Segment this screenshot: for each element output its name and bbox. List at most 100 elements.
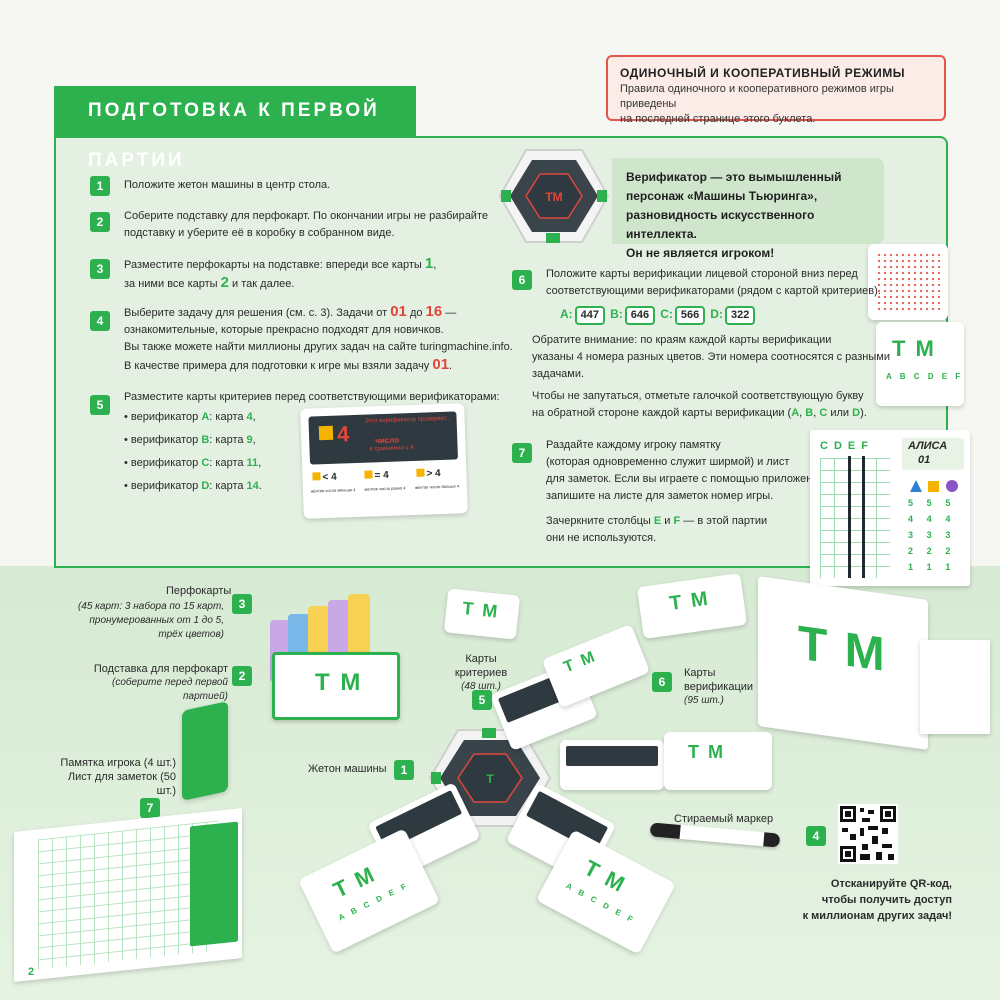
card-b-logo: T M [688, 742, 725, 762]
punch-grid [876, 252, 940, 312]
verificator-text: разновидность искусственного интеллекта. [626, 208, 815, 241]
card-letters: A B C D E F [886, 372, 964, 381]
verification-label: Карты верификации (95 шт.) [684, 667, 754, 706]
step-5: 5 Разместите карты критериев перед соотв… [90, 389, 500, 498]
page-number: 2 [28, 966, 35, 978]
notice-body-1: Правила одиночного и кооперативного режи… [620, 83, 894, 110]
step-text: (которая одновременно служит ширмой) и л… [546, 456, 790, 468]
step-text: , [433, 259, 437, 271]
step-text: Выберите задачу для решения (см. с. 3). … [124, 307, 391, 319]
step-7: 7 Раздайте каждому игроку памятку (котор… [512, 437, 828, 547]
player-aid [182, 701, 228, 801]
stand-logo: T M [315, 669, 363, 696]
criteria-digit: 4 [336, 421, 350, 447]
step-text: за ними все карты [124, 278, 221, 290]
verification-card-front: T M A B C D E F [876, 322, 964, 406]
screen-number: 7 [140, 798, 160, 818]
note-grid [820, 458, 890, 578]
step-6-note: Обратите внимание: по краям каждой карты… [532, 334, 890, 380]
step-number: 6 [512, 270, 532, 290]
step-1: 1 Положите жетон машины в центр стола. [90, 176, 330, 196]
token-label: Жетон машины [308, 763, 387, 775]
code-letter-c: C: [660, 307, 673, 321]
criteria-number: 5 [472, 690, 492, 710]
note-columns: CDEF [820, 440, 874, 452]
code-letter-a: A: [560, 307, 573, 321]
modes-notice: ОДИНОЧНЫЙ И КООПЕРАТИВНЫЙ РЕЖИМЫ Правила… [606, 55, 946, 125]
svg-text:T: T [486, 772, 494, 786]
step-text: они не используются. [546, 532, 657, 544]
verifier-item-a: • верификатор A: карта 4, [124, 411, 256, 423]
step-2: 2 Соберите подставку для перфокарт. По о… [90, 208, 488, 242]
stand-number: 2 [232, 666, 252, 686]
code-c: 566 [674, 306, 706, 325]
qr-code-icon[interactable] [838, 804, 898, 864]
screen-label: Памятка игрока (4 шт.) Лист для заметок … [60, 757, 176, 797]
code-letter-d: D: [710, 307, 723, 321]
problem-number: 16 [425, 303, 443, 320]
verificator-bold: Верификатор [626, 170, 707, 184]
criteria-card-b [560, 740, 664, 790]
code-d: 322 [724, 306, 756, 325]
criteria-sub-3: жёлтое число больше 4 [414, 483, 460, 490]
qr-number: 4 [806, 826, 826, 846]
player-name: АЛИСА [908, 440, 948, 452]
screen-side [190, 821, 238, 947]
step-text: — [442, 307, 457, 319]
code-b: 646 [624, 306, 656, 325]
card-logo: T M [892, 336, 936, 361]
punchcard-number: 1 [424, 255, 434, 272]
stack-logo: T M [461, 597, 501, 622]
qr-label: Отсканируйте QR-код, чтобы получить дост… [802, 878, 952, 922]
verificator-text: Он не является игроком! [626, 246, 775, 260]
step-number: 2 [90, 212, 110, 232]
step-text: и так далее. [229, 278, 295, 290]
criteria-option-2: = 4 [364, 470, 389, 482]
step-number: 4 [90, 311, 110, 331]
verifier-item-b: • верификатор B: карта 9, [124, 434, 256, 446]
verification-card-b: T M [664, 732, 772, 790]
criteria-card-header: 4 Этот верификатор проверяет... число в … [308, 411, 458, 465]
page-title: ПОДГОТОВКА К ПЕРВОЙ ПАРТИИ [54, 86, 416, 171]
step-number: 3 [90, 259, 110, 279]
screen-back [920, 640, 990, 734]
step-text: Раздайте каждому игроку памятку [546, 439, 721, 451]
verifier-item-d: • верификатор D: карта 14. [124, 480, 262, 492]
verification-number: 6 [652, 672, 672, 692]
stack-logo-2: T M [667, 587, 712, 616]
step-4: 4 Выберите задачу для решения (см. с. 3)… [90, 303, 513, 375]
notice-body-2: на последней странице этого буклета. [620, 113, 816, 125]
punchcard-number: 2 [220, 274, 229, 291]
strike-line-f [862, 456, 865, 578]
step-text: ознакомительные, которые прекрасно подхо… [124, 324, 444, 336]
strike-line-e [848, 456, 851, 578]
criteria-sub-1: жёлтое число меньше 4 [310, 487, 356, 494]
step-number: 7 [512, 443, 532, 463]
step-6-note-2: Чтобы не запутаться, отметьте галочкой с… [532, 390, 867, 419]
punchcards-label-title: Перфокарты [166, 585, 232, 597]
notice-heading: ОДИНОЧНЫЙ И КООПЕРАТИВНЫЙ РЕЖИМЫ [620, 66, 905, 80]
step-text: Положите жетон машины в центр стола. [124, 179, 331, 191]
problem-number: 01 [432, 356, 450, 373]
criteria-card-stack: T M [443, 588, 521, 640]
svg-text:TM: TM [545, 190, 562, 204]
verificator-text: — это вымышленный [706, 170, 842, 184]
step-text: для заметок. Если вы играете с помощью п… [546, 473, 828, 485]
marker-label: Стираемый маркер [674, 813, 774, 825]
punchcards-label-desc: (45 карт: 3 набора по 15 карт, пронумеро… [77, 601, 224, 640]
step-text: до [406, 307, 426, 319]
problem-number: 01 [390, 303, 407, 320]
verifier-item-c: • верификатор C: карта 11, [124, 457, 262, 469]
step-text: соответствующими верификаторами (рядом с… [546, 285, 881, 297]
criteria-card-example: 4 Этот верификатор проверяет... число в … [300, 403, 468, 519]
punchcards-number: 3 [232, 594, 252, 614]
step-text: Разместите карты критериев перед соответ… [124, 391, 500, 403]
code-a: 447 [574, 306, 606, 325]
yellow-square-icon [318, 425, 334, 441]
card-a-logo: T M [561, 647, 599, 677]
criteria-label: Карты критериев (48 шт.) [454, 653, 508, 692]
code-letter-b: B: [610, 307, 623, 321]
screen-logo: T M [798, 616, 887, 683]
shape-icons [910, 480, 958, 492]
